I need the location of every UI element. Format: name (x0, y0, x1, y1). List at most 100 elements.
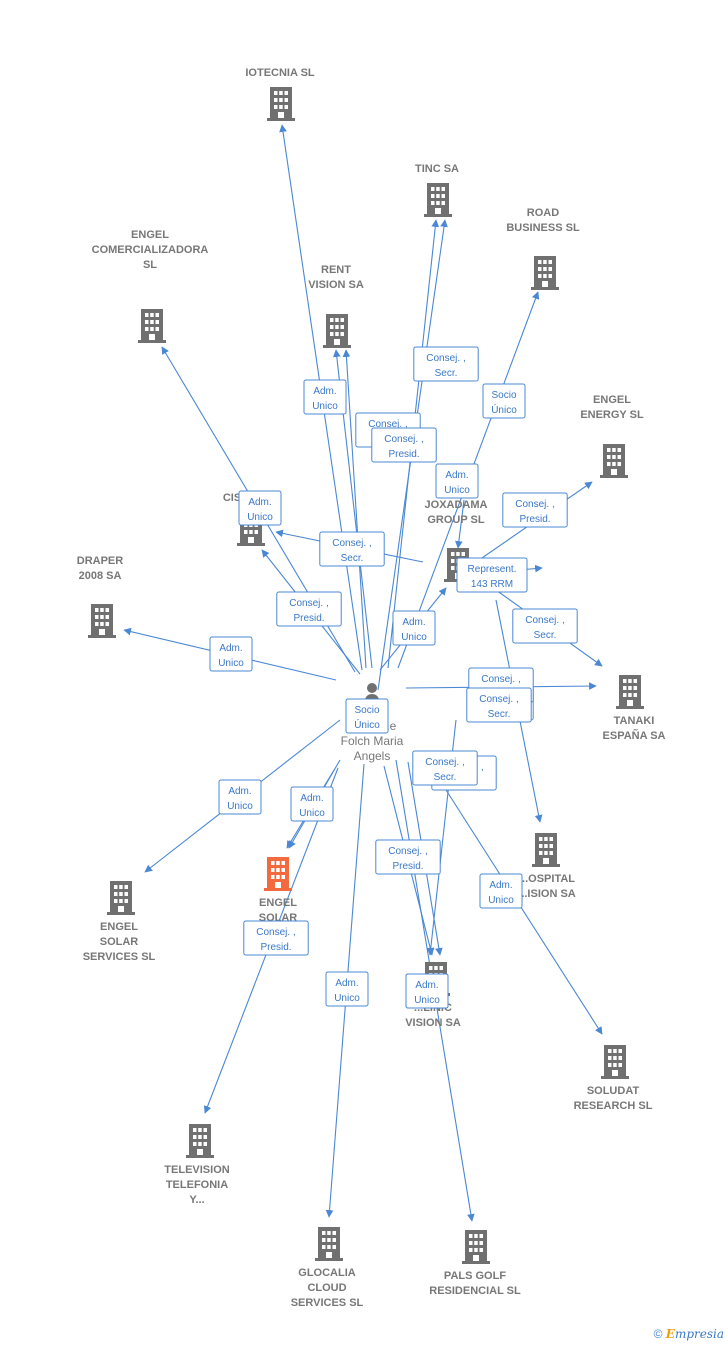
building-icon (138, 309, 166, 343)
role-text: Consej. , (425, 757, 464, 768)
company-node-road[interactable]: ROAD BUSINESS SL (506, 207, 580, 290)
center-name-line: Angels (354, 749, 391, 763)
company-label: GROUP SL (427, 514, 485, 526)
company-node-soludat[interactable]: SOLUDAT RESEARCH SL (574, 1045, 653, 1112)
role-labels: Consej. ,Secr.Consej. ,Presid.Consej. ,S… (209, 346, 578, 1009)
role-box-engel-com[interactable]: Adm. Unico (238, 490, 282, 526)
role-text: Presid. (519, 514, 550, 525)
role-text: Adm. (402, 617, 425, 628)
company-label: CLOUD (307, 1282, 346, 1294)
role-text: Consej. , (384, 434, 423, 445)
role-box-engel-solar-serv[interactable]: Adm.Unico (218, 779, 262, 815)
role-text: Secr. (341, 553, 364, 564)
company-label: 2008 SA (79, 570, 122, 582)
company-node-iotecnia[interactable]: IOTECNIA SL (245, 67, 315, 121)
company-label: ROAD (527, 207, 559, 219)
role-text: Único (491, 403, 517, 416)
role-text: Unico (401, 632, 427, 643)
role-box-soludat[interactable]: Adm.Unico (479, 873, 523, 909)
building-icon (88, 604, 116, 638)
company-label: BUSINESS SL (506, 222, 580, 234)
company-label: ENGEL (131, 229, 169, 241)
role-box-engel-solar-res[interactable]: Adm.Unico (290, 786, 334, 822)
role-text: Unico (444, 485, 470, 496)
role-box-joxadama[interactable]: Adm. Unico (435, 463, 479, 499)
company-label: SOLAR (100, 936, 139, 948)
role-text: Único (354, 718, 380, 731)
company-node-tinc[interactable]: TINC SA (415, 163, 459, 217)
role-box-television[interactable]: Consej. ,Presid. (243, 920, 309, 956)
role-text: Presid. (260, 942, 291, 953)
role-text: Unico (218, 658, 244, 669)
role-box-clinic[interactable]: Consej. ,Presid. (375, 839, 441, 875)
building-icon (601, 1045, 629, 1079)
role-text: Consej. , (289, 598, 328, 609)
role-box-glocalia[interactable]: Adm.Unico (325, 971, 369, 1007)
building-icon (186, 1124, 214, 1158)
company-label: JOXADAMA (425, 499, 488, 511)
role-text: Adm. (248, 497, 271, 508)
role-text: Consej. , (479, 694, 518, 705)
role-text: Unico (488, 895, 514, 906)
role-text: Unico (299, 808, 325, 819)
role-box-overlay[interactable]: Consej. ,Secr. (412, 750, 478, 786)
building-icon (462, 1230, 490, 1264)
role-text: Consej. , (368, 419, 407, 430)
company-node-hospital[interactable]: ...OSPITAL...ISION SA (518, 833, 576, 900)
company-nodes: IOTECNIA SL TINC SA ROAD BUSINESS SL ENGEL CO… (77, 67, 666, 1309)
role-text: Consej. , (388, 846, 427, 857)
role-box-draper[interactable]: Adm.Unico (209, 636, 253, 672)
role-text: Secr. (534, 630, 557, 641)
company-label: IOTECNIA SL (245, 67, 315, 79)
company-node-television[interactable]: TELEVISIONTELEFONIAY... (164, 1124, 230, 1206)
role-box-tanaki[interactable]: Consej. ,Secr. (512, 608, 578, 644)
role-text: Socio (491, 390, 516, 401)
role-text: Unico (247, 512, 273, 523)
role-text: Consej. , (481, 674, 520, 685)
role-box-cis[interactable]: Consej. ,Presid. (276, 591, 342, 627)
company-label: RESEARCH SL (574, 1100, 653, 1112)
company-label: COMERCIALIZADORA (92, 244, 209, 256)
role-text: Consej. , (515, 499, 554, 510)
role-box-joxadama[interactable]: Adm. Unico (392, 610, 436, 646)
company-label: RENT (321, 264, 351, 276)
role-text: Adm. (445, 470, 468, 481)
company-label: TELEFONIA (166, 1179, 228, 1191)
role-box-rent[interactable]: Consej. ,Presid. (371, 427, 437, 463)
building-icon (107, 881, 135, 915)
company-node-joxadama[interactable]: JOXADAMA GROUP SL (425, 499, 488, 582)
role-text: Unico (334, 993, 360, 1004)
brand-logo[interactable]: Empresia (665, 1327, 724, 1341)
role-text: Adm. (313, 386, 336, 397)
role-box-engel-energy[interactable]: Represent.143 RRM (456, 557, 528, 593)
role-box-pals[interactable]: Adm.Unico (405, 973, 449, 1009)
company-node-cis[interactable]: CIS (223, 492, 265, 546)
company-label: ESPAÑA SA (603, 729, 666, 742)
role-text: Unico (227, 801, 253, 812)
role-box-hospital[interactable]: Consej. ,Secr. (466, 687, 532, 723)
role-text: Unico (312, 401, 338, 412)
company-label: ENGEL (593, 394, 631, 406)
role-text: Consej. , (426, 353, 465, 364)
role-box-cis[interactable]: Consej. ,Secr. (319, 531, 385, 567)
company-label: ENGEL (100, 921, 138, 933)
role-text: Adm. (415, 980, 438, 991)
role-box-tinc[interactable]: Consej. ,Secr. (413, 346, 479, 382)
building-icon (267, 87, 295, 121)
role-box-engel-energy[interactable]: Consej. , Presid. (502, 492, 568, 528)
company-label: RESIDENCIAL SL (429, 1285, 521, 1297)
footer-brand: © Empresia (654, 1327, 724, 1341)
company-label: SOLUDAT (587, 1085, 640, 1097)
role-box-iotecnia[interactable]: Adm. Unico (303, 379, 347, 415)
